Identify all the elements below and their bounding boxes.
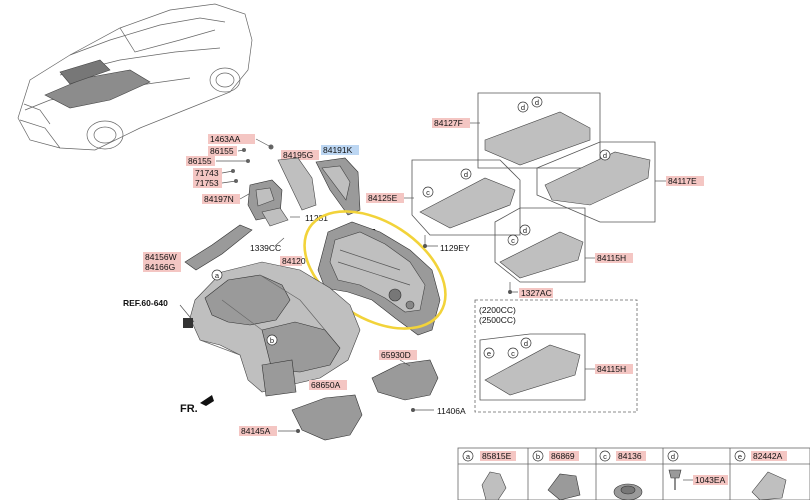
engine-variant-2200: (2200CC) — [479, 305, 516, 315]
svg-text:a: a — [466, 452, 471, 461]
svg-text:d: d — [671, 452, 675, 461]
part-label-84197N[interactable]: 84197N — [204, 194, 234, 204]
svg-text:d: d — [535, 98, 539, 107]
part-label-11406A[interactable]: 11406A — [437, 406, 466, 416]
part-label-84117E[interactable]: 84117E — [668, 176, 697, 186]
part-label-86155-b[interactable]: 86155 — [188, 156, 212, 166]
svg-text:d: d — [603, 151, 607, 160]
part-label-65930D[interactable]: 65930D — [381, 350, 411, 360]
part-label-84166G[interactable]: 84166G — [145, 262, 175, 272]
part-label-84156W[interactable]: 84156W — [145, 252, 177, 262]
svg-text:c: c — [511, 236, 515, 245]
legend-part-84136[interactable]: 84136 — [618, 451, 642, 461]
part-label-68650A[interactable]: 68650A — [311, 380, 341, 390]
svg-text:d: d — [464, 170, 468, 179]
svg-text:b: b — [536, 452, 540, 461]
part-label-84115H-b[interactable]: 84115H — [597, 364, 626, 374]
legend-cell-c[interactable]: c 84136 — [599, 450, 646, 500]
part-label-71753[interactable]: 71753 — [195, 178, 219, 188]
legend-cell-b[interactable]: b 86869 — [532, 450, 581, 500]
part-label-84127F[interactable]: 84127F — [434, 118, 463, 128]
part-label-84191K[interactable]: 84191K — [323, 145, 353, 155]
engine-variant-2500: (2500CC) — [479, 315, 516, 325]
part-68650A[interactable] — [291, 394, 363, 441]
svg-text:e: e — [487, 349, 491, 358]
svg-text:c: c — [426, 188, 430, 197]
part-label-84195G[interactable]: 84195G — [283, 150, 313, 160]
legend-part-1043EA[interactable]: 1043EA — [695, 475, 726, 485]
svg-text:c: c — [511, 349, 515, 358]
under-cover-84117E[interactable]: d 84117E — [536, 141, 704, 223]
svg-text:a: a — [215, 271, 220, 280]
svg-text:d: d — [524, 339, 528, 348]
callout-a: a — [211, 269, 223, 281]
ref-label[interactable]: REF.60-640 — [123, 298, 168, 308]
part-label-11281[interactable]: 11281 — [305, 213, 328, 223]
legend-cell-a[interactable]: a 85815E — [462, 450, 516, 500]
under-cover-84115H-a[interactable]: c d 84115H 1327AC — [494, 207, 633, 298]
legend-cell-e[interactable]: e 82442A — [734, 450, 787, 500]
svg-text:e: e — [738, 452, 742, 461]
engine-variant-box: (2200CC) (2500CC) e c d 84115H — [474, 299, 638, 413]
part-label-1463AA[interactable]: 1463AA — [210, 134, 241, 144]
under-cover-84127F[interactable]: 84127F d d — [432, 92, 601, 169]
part-label-84120[interactable]: 84120 — [282, 256, 306, 266]
box-84125E — [411, 159, 521, 236]
upper-small-parts: 1463AA 86155 86155 71743 71753 84195G 84… — [143, 134, 376, 272]
front-arrow-icon — [200, 395, 214, 406]
callout-b: b — [266, 334, 278, 346]
legend-part-85815E[interactable]: 85815E — [482, 451, 512, 461]
front-indicator-label: FR. — [180, 403, 198, 415]
front-structure — [179, 261, 361, 397]
legend-part-86869[interactable]: 86869 — [551, 451, 575, 461]
legend-part-82442A[interactable]: 82442A — [753, 451, 783, 461]
part-label-1327AC[interactable]: 1327AC — [521, 288, 552, 298]
legend-cell-d[interactable]: d 1043EA — [667, 450, 728, 490]
under-cover-84125E[interactable]: 84125E c d 1129EY — [366, 159, 521, 253]
svg-text:b: b — [270, 336, 274, 345]
svg-text:c: c — [603, 452, 607, 461]
part-label-84125E[interactable]: 84125E — [368, 193, 398, 203]
box-84115H-a — [494, 207, 586, 283]
part-label-84115H-a[interactable]: 84115H — [597, 253, 626, 263]
part-label-84145A[interactable]: 84145A — [241, 426, 271, 436]
lower-parts: 65930D 68650A 11406A 84145A — [239, 350, 466, 441]
part-label-71743[interactable]: 71743 — [195, 168, 219, 178]
label-bg — [208, 134, 255, 144]
part-label-1339CC[interactable]: 1339CC — [250, 243, 281, 253]
part-label-86155-a[interactable]: 86155 — [210, 146, 234, 156]
legend-table: a 85815E b 86869 c 84136 d 1043EA — [457, 447, 810, 500]
svg-text:d: d — [521, 103, 525, 112]
part-label-1129EY[interactable]: 1129EY — [440, 243, 470, 253]
car-illustration — [17, 3, 253, 151]
svg-text:d: d — [523, 226, 527, 235]
part-65930D[interactable] — [371, 359, 439, 401]
box-84117E — [536, 141, 656, 223]
